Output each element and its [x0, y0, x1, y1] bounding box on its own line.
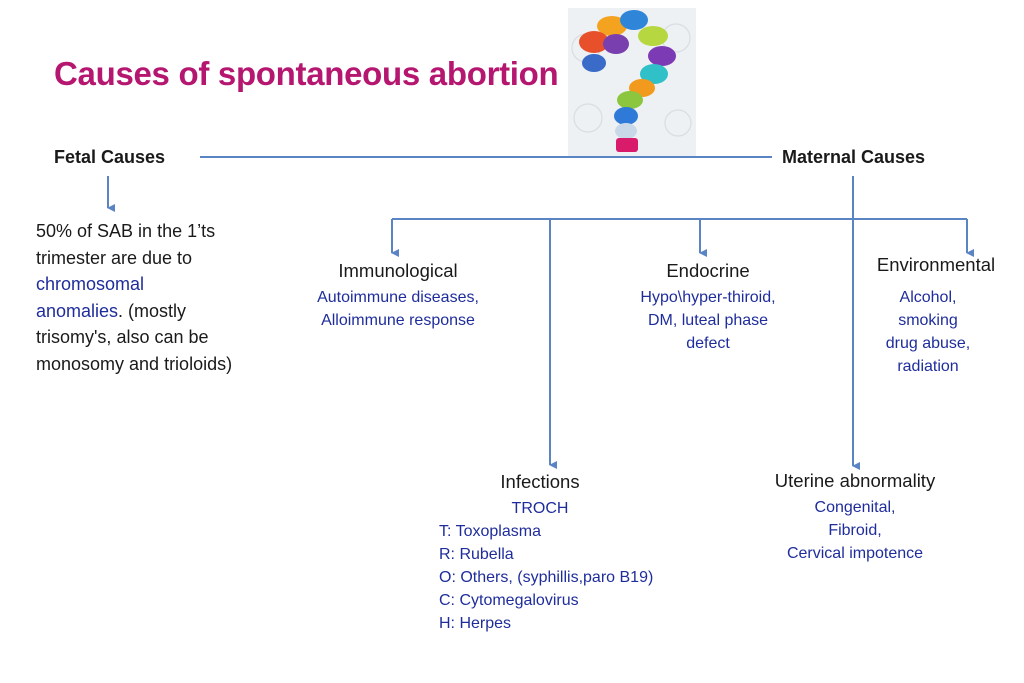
- category-name: Immunological: [338, 260, 458, 281]
- detail-line: T: Toxoplasma: [439, 523, 541, 540]
- category-environmental: Environmental Alcohol, smoking drug abus…: [866, 254, 1006, 378]
- category-name: Environmental: [876, 254, 996, 275]
- category-details: Alcohol, smoking drug abuse, radiation: [850, 286, 1006, 378]
- category-name: Uterine abnormality: [774, 470, 936, 491]
- question-mark-speech-bubbles-icon: [568, 8, 696, 156]
- category-details: Autoimmune diseases, Alloimmune response: [300, 286, 496, 332]
- fetal-text-highlight: chromosomal anomalies: [36, 274, 145, 321]
- fetal-text-after: . (mostly trisomy's, also can be monosom…: [36, 300, 233, 374]
- detail-line: O: Others, (syphillis,paro B19): [439, 569, 654, 586]
- category-infections-name: Infections: [500, 471, 580, 492]
- detail-line: Congenital,: [814, 499, 896, 516]
- fetal-causes-heading: Fetal Causes: [54, 147, 166, 167]
- category-name: Endocrine: [666, 260, 750, 281]
- detail-line: smoking: [898, 312, 958, 329]
- infections-details: T: Toxoplasma R: Rubella O: Others, (syp…: [439, 520, 653, 635]
- detail-line: Cervical impotence: [786, 545, 924, 562]
- detail-line: Hypo\hyper-thiroid,: [640, 289, 776, 306]
- detail-line: defect: [686, 335, 730, 352]
- detail-line: drug abuse,: [885, 335, 971, 352]
- category-endocrine: Endocrine Hypo\hyper-thiroid, DM, luteal…: [610, 260, 806, 355]
- category-details: Congenital, Fibroid, Cervical impotence: [755, 496, 955, 565]
- detail-line: H: Herpes: [439, 615, 512, 632]
- detail-line: radiation: [897, 358, 959, 375]
- page-title: Causes of spontaneous abortion: [54, 55, 559, 92]
- detail-line: Alcohol,: [899, 289, 957, 306]
- detail-line: R: Rubella: [439, 546, 514, 563]
- detail-line: Alloimmune response: [321, 312, 475, 329]
- fetal-causes-description: 50% of SAB in the 1’ts trimester are due…: [36, 218, 236, 377]
- maternal-causes-heading: Maternal Causes: [782, 147, 926, 167]
- category-uterine-abnormality: Uterine abnormality Congenital, Fibroid,…: [755, 470, 955, 565]
- detail-line: Fibroid,: [828, 522, 882, 539]
- fetal-text-before: 50% of SAB in the 1’ts trimester are due…: [36, 221, 216, 268]
- detail-line: C: Cytomegalovirus: [439, 592, 579, 609]
- detail-line: DM, luteal phase: [647, 312, 769, 329]
- detail-line: Autoimmune diseases,: [317, 289, 479, 306]
- category-immunological: Immunological Autoimmune diseases, Alloi…: [300, 260, 496, 332]
- category-details: Hypo\hyper-thiroid, DM, luteal phase def…: [610, 286, 806, 355]
- infections-subheading: TROCH: [511, 500, 569, 517]
